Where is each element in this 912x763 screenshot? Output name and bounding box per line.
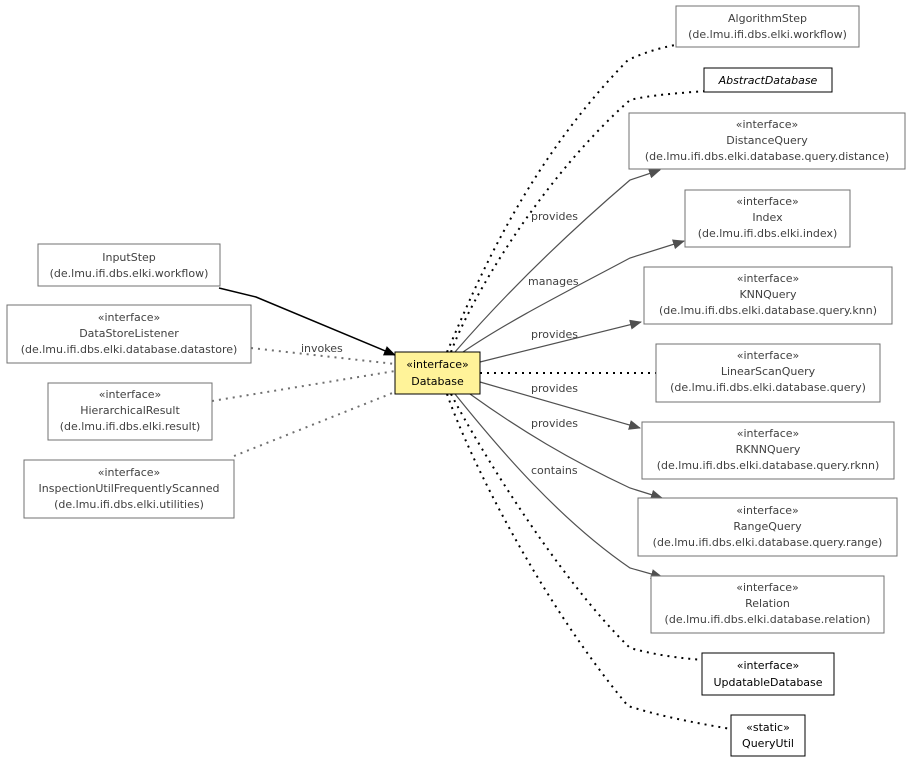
edge-data-store-listener (250, 347, 396, 365)
svg-text:HierarchicalResult: HierarchicalResult (80, 404, 180, 417)
edge-abstract-database (450, 90, 707, 353)
svg-text:(de.lmu.ifi.dbs.elki.result): (de.lmu.ifi.dbs.elki.result) (60, 420, 201, 433)
label-invokes: invokes (301, 342, 343, 355)
algorithm-step-node[interactable]: AlgorithmStep (de.lmu.ifi.dbs.elki.workf… (675, 5, 860, 48)
edges (211, 43, 732, 730)
svg-text:InspectionUtilFrequentlyScanne: InspectionUtilFrequentlyScanned (39, 482, 220, 495)
svg-text:Index: Index (752, 211, 783, 224)
label-provides-rknn: provides (531, 382, 578, 395)
svg-text:«static»: «static» (746, 721, 790, 734)
svg-text:LinearScanQuery: LinearScanQuery (721, 365, 816, 378)
edge-hierarchical-result (211, 370, 396, 402)
query-util-node[interactable]: «static» QueryUtil (730, 714, 806, 757)
svg-text:AlgorithmStep: AlgorithmStep (728, 12, 807, 25)
svg-text:«interface»: «interface» (736, 195, 799, 208)
svg-text:(de.lmu.ifi.dbs.elki.workflow): (de.lmu.ifi.dbs.elki.workflow) (50, 267, 209, 280)
abstract-database-node[interactable]: AbstractDatabase (703, 67, 833, 93)
svg-text:(de.lmu.ifi.dbs.elki.database.: (de.lmu.ifi.dbs.elki.database.relation) (665, 613, 871, 626)
label-provides-knn: provides (531, 328, 578, 341)
range-query-node[interactable]: «interface» RangeQuery (de.lmu.ifi.dbs.e… (637, 497, 898, 557)
edge-rknn-query (479, 381, 641, 430)
inspection-util-node[interactable]: «interface» InspectionUtilFrequentlyScan… (23, 459, 235, 519)
edge-knn-query (479, 319, 642, 363)
svg-text:«interface»: «interface» (736, 118, 799, 131)
svg-text:InputStep: InputStep (102, 251, 156, 264)
label-contains: contains (531, 464, 578, 477)
edge-labels: invokes provides manages provides provid… (301, 210, 579, 477)
database-node[interactable]: «interface» Database (394, 351, 481, 395)
hierarchical-result-node[interactable]: «interface» HierarchicalResult (de.lmu.i… (47, 382, 213, 441)
svg-text:«interface»: «interface» (98, 466, 161, 479)
svg-text:(de.lmu.ifi.dbs.elki.database.: (de.lmu.ifi.dbs.elki.database.query.dist… (645, 150, 889, 163)
svg-text:«interface»: «interface» (99, 388, 162, 401)
svg-text:(de.lmu.ifi.dbs.elki.database.: (de.lmu.ifi.dbs.elki.database.query.rang… (653, 536, 883, 549)
svg-text:DistanceQuery: DistanceQuery (726, 134, 808, 147)
svg-text:RangeQuery: RangeQuery (733, 520, 802, 533)
index-node[interactable]: «interface» Index (de.lmu.ifi.dbs.elki.i… (684, 189, 851, 248)
label-manages: manages (528, 275, 579, 288)
database-stereotype: «interface» (406, 358, 469, 371)
svg-text:(de.lmu.ifi.dbs.elki.index): (de.lmu.ifi.dbs.elki.index) (698, 227, 838, 240)
svg-text:Relation: Relation (745, 597, 790, 610)
rknn-query-node[interactable]: «interface» RKNNQuery (de.lmu.ifi.dbs.el… (641, 421, 895, 480)
edge-updatable-database (450, 393, 704, 661)
edge-input-step (218, 287, 396, 356)
svg-text:(de.lmu.ifi.dbs.elki.database.: (de.lmu.ifi.dbs.elki.database.datastore) (21, 343, 238, 356)
svg-text:«interface»: «interface» (737, 272, 800, 285)
label-provides-range: provides (531, 417, 578, 430)
svg-text:«interface»: «interface» (736, 504, 799, 517)
svg-text:KNNQuery: KNNQuery (739, 288, 797, 301)
svg-text:(de.lmu.ifi.dbs.elki.workflow): (de.lmu.ifi.dbs.elki.workflow) (688, 28, 847, 41)
svg-text:(de.lmu.ifi.dbs.elki.utilities: (de.lmu.ifi.dbs.elki.utilities) (54, 498, 204, 511)
data-store-listener-node[interactable]: «interface» DataStoreListener (de.lmu.if… (6, 304, 252, 364)
edge-inspection-util (233, 391, 396, 457)
svg-text:«interface»: «interface» (736, 581, 799, 594)
svg-text:«interface»: «interface» (737, 427, 800, 440)
updatable-database-node[interactable]: «interface» UpdatableDatabase (701, 652, 835, 696)
svg-text:DataStoreListener: DataStoreListener (79, 327, 179, 340)
input-step-node[interactable]: InputStep (de.lmu.ifi.dbs.elki.workflow) (37, 243, 221, 287)
edge-index (462, 239, 685, 353)
svg-text:QueryUtil: QueryUtil (742, 737, 794, 750)
label-provides-distance: provides (531, 210, 578, 223)
edge-query-util (446, 393, 732, 730)
edge-range-query (469, 393, 663, 500)
svg-text:UpdatableDatabase: UpdatableDatabase (713, 676, 822, 689)
svg-text:(de.lmu.ifi.dbs.elki.database.: (de.lmu.ifi.dbs.elki.database.query.rknn… (657, 459, 880, 472)
svg-text:«interface»: «interface» (737, 349, 800, 362)
edge-distance-query (454, 168, 661, 353)
edge-relation (454, 393, 663, 579)
knn-query-node[interactable]: «interface» KNNQuery (de.lmu.ifi.dbs.elk… (643, 266, 893, 325)
svg-text:«interface»: «interface» (737, 659, 800, 672)
database-name: Database (411, 375, 464, 388)
distance-query-node[interactable]: «interface» DistanceQuery (de.lmu.ifi.db… (628, 112, 906, 170)
svg-text:RKNNQuery: RKNNQuery (736, 443, 801, 456)
svg-text:AbstractDatabase: AbstractDatabase (718, 74, 818, 87)
linear-scan-query-node[interactable]: «interface» LinearScanQuery (de.lmu.ifi.… (655, 343, 881, 403)
svg-text:«interface»: «interface» (98, 311, 161, 324)
svg-text:(de.lmu.ifi.dbs.elki.database.: (de.lmu.ifi.dbs.elki.database.query) (670, 381, 866, 394)
relation-node[interactable]: «interface» Relation (de.lmu.ifi.dbs.elk… (650, 575, 885, 634)
svg-text:(de.lmu.ifi.dbs.elki.database.: (de.lmu.ifi.dbs.elki.database.query.knn) (659, 304, 877, 317)
